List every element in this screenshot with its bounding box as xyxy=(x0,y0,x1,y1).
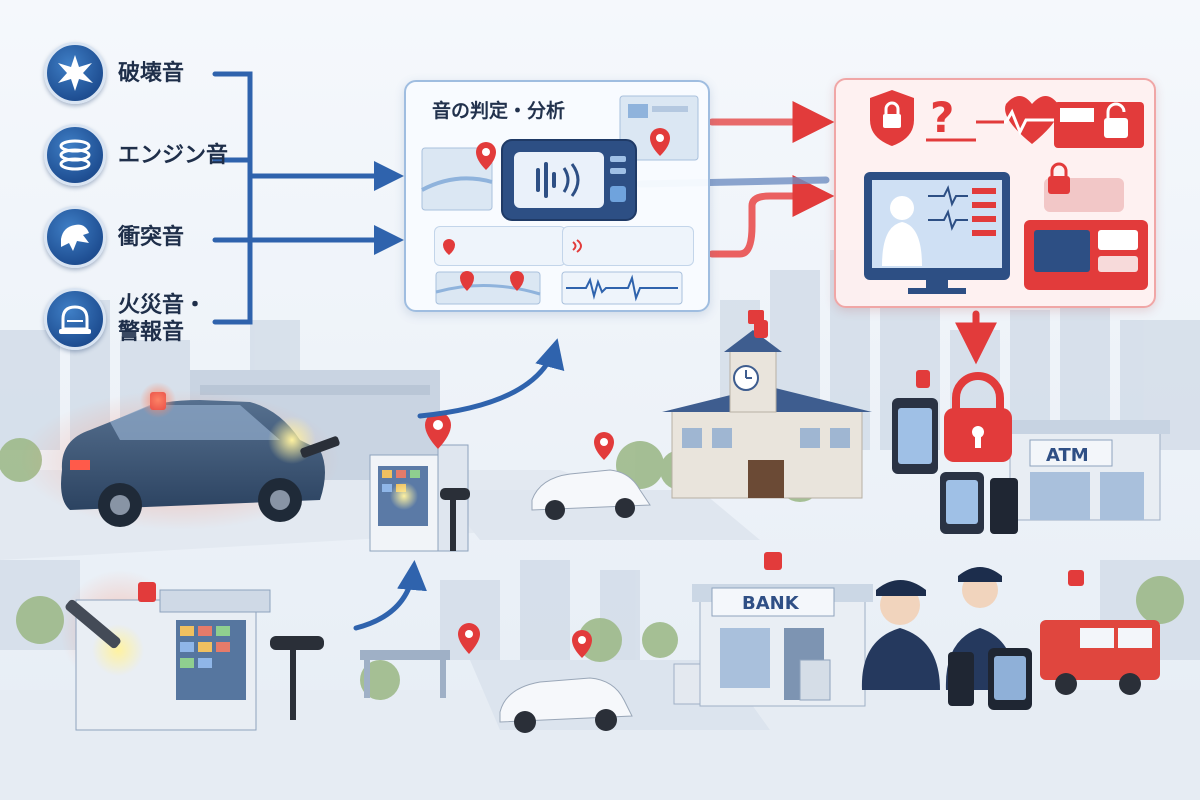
fire-truck xyxy=(1040,570,1160,695)
sound-type-engine: エンジン音 xyxy=(44,124,228,186)
white-car-middle xyxy=(531,469,651,520)
analysis-title: 音の判定・分析 xyxy=(432,100,566,122)
damaged-car xyxy=(20,382,340,530)
crash-icon xyxy=(44,206,106,268)
coil-icon xyxy=(44,124,106,186)
security-response-panel: ? xyxy=(834,78,1156,308)
location-pins xyxy=(425,412,614,658)
sound-label-alarm: 火災音・ 警報音 xyxy=(118,293,207,345)
sound-analysis-panel: 音の判定・分析 xyxy=(404,80,710,312)
police-officers xyxy=(764,552,1032,710)
sound-type-breaking: 破壊音 xyxy=(44,42,184,104)
atm-sign: ATM xyxy=(1046,445,1089,466)
sound-label-crash: 衝突音 xyxy=(118,224,185,250)
question-icon: ? xyxy=(930,93,954,142)
sound-type-crash: 衝突音 xyxy=(44,206,184,268)
atm-building: ATM xyxy=(1000,420,1170,521)
sound-analyzer-icon xyxy=(501,139,637,221)
shatter-icon xyxy=(44,42,106,104)
response-panel-art: ? xyxy=(864,90,1148,294)
type-estimation-box xyxy=(562,226,694,266)
sound-label-breaking: 破壊音 xyxy=(118,60,185,86)
alarm-control-panel xyxy=(1024,162,1148,290)
vending-machine-bottom xyxy=(60,570,324,731)
analysis-panel-art xyxy=(421,95,699,305)
security-devices xyxy=(754,320,1018,534)
bank-building: BANK xyxy=(673,584,873,707)
monitor-icon xyxy=(864,172,1010,294)
alarm-bell-icon xyxy=(44,288,106,350)
school-building xyxy=(662,310,872,499)
sound-type-alarm: 火災音・ 警報音 xyxy=(44,288,206,350)
big-lock-icon xyxy=(944,372,1012,462)
bank-sign: BANK xyxy=(742,593,800,614)
location-identification-box xyxy=(434,226,566,266)
pin-icon xyxy=(443,239,455,255)
sound-wave-icon xyxy=(572,239,582,253)
sound-label-engine: エンジン音 xyxy=(118,142,229,168)
vending-machine-middle xyxy=(369,444,470,552)
white-car-bottom xyxy=(499,677,633,733)
